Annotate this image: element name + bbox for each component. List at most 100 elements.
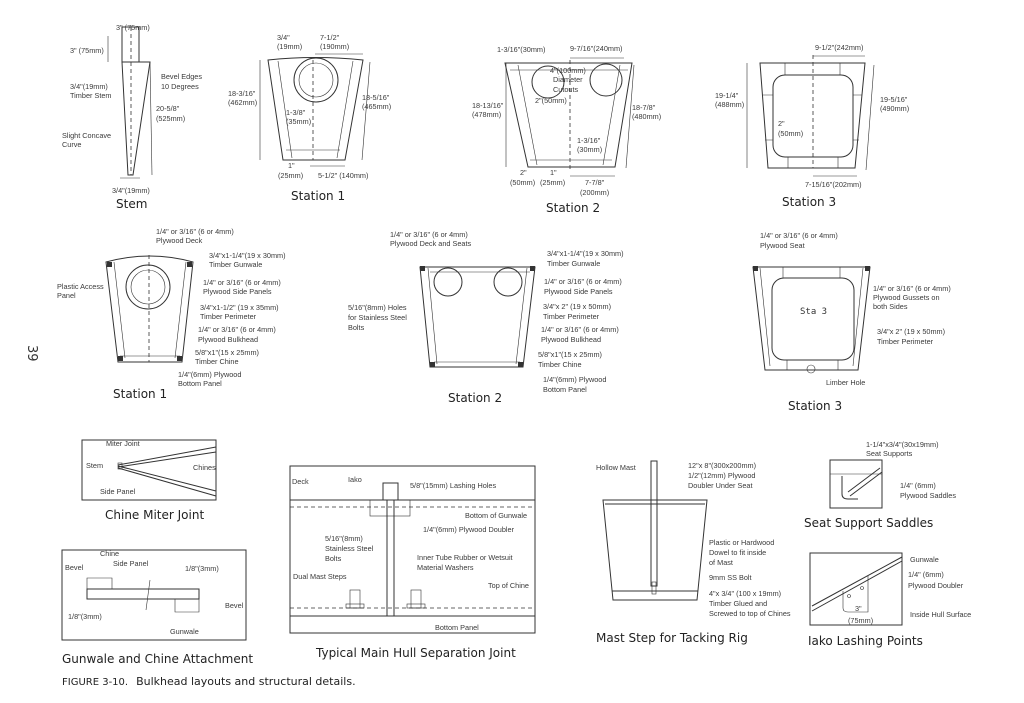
station1-parts-label: Bottom Panel: [178, 379, 222, 388]
station2-dims-label: (478mm): [472, 110, 501, 119]
mast-step-drawing: [602, 460, 708, 601]
iako-lashing-label: 3": [855, 604, 862, 613]
seat-saddles-label: Seat Supports: [866, 449, 913, 458]
station3-parts-label: Timber Perimeter: [877, 337, 934, 346]
station1-parts-label: 5/8"x1"(15 x 25mm): [195, 348, 259, 357]
station1-parts-label: 1/4" or 3/16" (6 or 4mm): [198, 325, 276, 334]
hull-joint-label: Bottom of Gunwale: [465, 511, 527, 520]
hull-joint-label: Bolts: [325, 554, 342, 563]
iako-lashing-label: Plywood Doubler: [908, 581, 964, 590]
hull-joint-label: 5/8"(15mm) Lashing Holes: [410, 481, 496, 490]
hull-joint-label: 5/16"(8mm): [325, 534, 363, 543]
mast-step-label: 9mm SS Bolt: [709, 573, 752, 582]
mast-step-title: Mast Step for Tacking Rig: [596, 631, 748, 645]
station3-dims-label: (488mm): [715, 100, 744, 109]
station1-parts-label: 3/4"x1-1/4"(19 x 30mm): [209, 251, 286, 260]
iako-lashing-drawing: [809, 552, 903, 626]
station1-dims-label: 18-3/16": [228, 89, 256, 98]
chine-miter-drawing: [81, 439, 217, 501]
iako-lashing-label: 1/4" (6mm): [908, 570, 944, 579]
station2-parts-label: for Stainless Steel: [348, 313, 407, 322]
station3-dims-label: 19-1/4": [715, 91, 739, 100]
mast-step-label: 4"x 3/4" (100 x 19mm): [709, 589, 781, 598]
station3-parts-label: Plywood Seat: [760, 241, 805, 250]
station2-dims-label: 9-7/16"(240mm): [570, 44, 622, 53]
station1-dims-label: 1": [288, 161, 295, 170]
station2-parts-label: Bolts: [348, 323, 365, 332]
station2-parts-label: 5/8"x1"(15 x 25mm): [538, 350, 602, 359]
mast-step-label: Doubler Under Seat: [688, 481, 753, 490]
hull-joint-label: Inner Tube Rubber or Wetsuit: [417, 553, 513, 562]
station1-dims-label: 1-3/8": [286, 108, 306, 117]
station1-parts-label: 1/4"(6mm) Plywood: [178, 370, 241, 379]
mast-step-label: Dowel to fit inside: [709, 548, 766, 557]
station2-dims-label: 1": [550, 168, 557, 177]
hull-joint-title: Typical Main Hull Separation Joint: [315, 646, 516, 660]
station3-dims-label: 9-1/2"(242mm): [815, 43, 863, 52]
seat-saddles-label: 1-1/4"x3/4"(30x19mm): [866, 440, 939, 449]
station1-dims-label: (19mm): [277, 42, 302, 51]
station1-parts-label: 1/4" or 3/16" (6 or 4mm): [156, 227, 234, 236]
station2-parts-label: 1/4"(6mm) Plywood: [543, 375, 606, 384]
station2-parts-label: 1/4" or 3/16" (6 or 4mm): [390, 230, 468, 239]
station1-parts-label: Timber Chine: [195, 357, 239, 366]
station2-dims-label: 4"(100mm): [550, 66, 586, 75]
station2-parts-label: Timber Gunwale: [547, 259, 600, 268]
hull-joint-drawing: [289, 465, 536, 634]
station2-dims-label: (30mm): [577, 145, 602, 154]
hull-joint-label: Bottom Panel: [435, 623, 479, 632]
station1-parts-label: Timber Gunwale: [209, 260, 262, 269]
sta3-inner-label: Sta 3: [800, 307, 827, 317]
figure-caption: FIGURE 3-10.Bulkhead layouts and structu…: [62, 675, 356, 688]
station3-dims-label: (490mm): [880, 104, 909, 113]
gunwale-chine-drawing: [61, 549, 247, 641]
mast-step-label: Timber Glued and: [709, 599, 767, 608]
station2-dims-label: Diameter: [553, 75, 583, 84]
hull-joint-label: Stainless Steel: [325, 544, 374, 553]
chine-miter-label: Stem: [86, 461, 103, 470]
station1-dims-label: (462mm): [228, 98, 257, 107]
stem-label: Curve: [62, 140, 81, 149]
station2-parts-label: Timber Chine: [538, 360, 582, 369]
iako-lashing-label: Inside Hull Surface: [910, 610, 971, 619]
station2-parts-drawing: [419, 266, 536, 368]
gunwale-chine-label: 1/8"(3mm): [68, 612, 102, 621]
chine-miter-label: Miter Joint: [106, 439, 140, 448]
station1-dims-label: 18-5/16": [362, 93, 390, 102]
mast-step-label: 1/2"(12mm) Plywood: [688, 471, 755, 480]
iako-lashing-label: (75mm): [848, 616, 873, 625]
station2-dims-title: Station 2: [546, 201, 600, 215]
station2-parts-title: Station 2: [448, 391, 502, 405]
station3-dims-title: Station 3: [782, 195, 836, 209]
stem-label: Bevel Edges: [161, 72, 202, 81]
station1-parts-label: Plywood Deck: [156, 236, 203, 245]
station1-parts-label: 1/4" or 3/16" (6 or 4mm): [203, 278, 281, 287]
mast-step-label: of Mast: [709, 558, 733, 567]
stem-label: (525mm): [156, 114, 185, 123]
station2-parts-label: 1/4" or 3/16" (6 or 4mm): [541, 325, 619, 334]
station2-parts-label: Plywood Deck and Seats: [390, 239, 471, 248]
station1-parts-label: Plywood Side Panels: [203, 287, 272, 296]
station2-dims-label: (50mm): [510, 178, 535, 187]
station3-dims-label: (50mm): [778, 129, 803, 138]
stem-label: Slight Concave: [62, 131, 111, 140]
station2-parts-label: 3/4"x1-1/4"(19 x 30mm): [547, 249, 624, 258]
station1-dims-label: 7-1/2": [320, 33, 340, 42]
gunwale-chine-label: 1/8"(3mm): [185, 564, 219, 573]
gunwale-chine-label: Chine: [100, 549, 119, 558]
seat-saddles-title: Seat Support Saddles: [804, 516, 933, 530]
station2-dims-label: 2": [520, 168, 527, 177]
station2-parts-label: Timber Perimeter: [543, 312, 600, 321]
station1-parts-label: Plywood Bulkhead: [198, 335, 258, 344]
stem-label: 3" (75mm): [70, 46, 104, 55]
seat-saddles-drawing: [829, 459, 883, 509]
gunwale-chine-label: Bevel: [225, 601, 244, 610]
station3-parts-title: Station 3: [788, 399, 842, 413]
station3-parts-label: 1/4" or 3/16" (6 or 4mm): [760, 231, 838, 240]
station1-dimension-drawing: [259, 53, 371, 167]
station2-parts-label: Bottom Panel: [543, 385, 587, 394]
stem-label: 3/4"(19mm): [112, 186, 150, 195]
station2-dims-label: 18-13/16": [472, 101, 504, 110]
